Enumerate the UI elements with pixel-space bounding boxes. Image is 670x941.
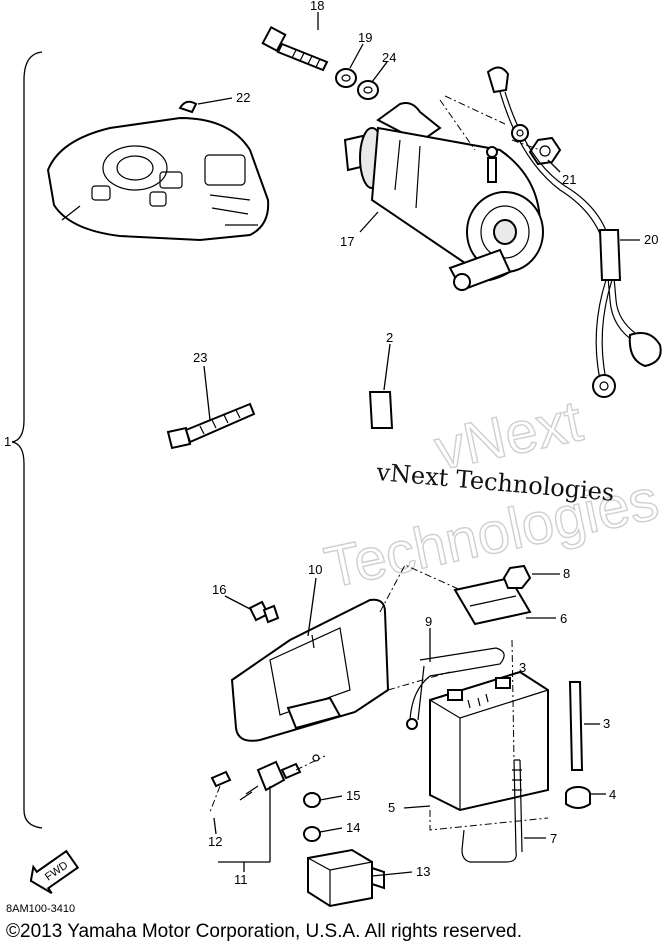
part-23-cable-tie bbox=[166, 402, 256, 450]
reference-code: 8AM100-3410 bbox=[6, 903, 75, 915]
part-8-nut bbox=[502, 564, 532, 589]
callout-11: 11 bbox=[234, 872, 248, 887]
callout-18: 18 bbox=[310, 0, 324, 13]
callout-14: 14 bbox=[346, 820, 360, 835]
callout-16: 16 bbox=[212, 582, 226, 597]
part-6-bracket bbox=[453, 576, 532, 626]
engine-case bbox=[46, 116, 270, 242]
leader-dash-band bbox=[429, 639, 549, 831]
callout-21: 21 bbox=[562, 172, 576, 187]
part-18-bolt bbox=[261, 25, 329, 72]
part-5-battery bbox=[429, 670, 549, 812]
callout-22: 22 bbox=[236, 90, 250, 105]
callout-2: 2 bbox=[386, 330, 393, 345]
leader-dash-starter bbox=[439, 95, 541, 151]
callout-8: 8 bbox=[563, 566, 570, 581]
leader-lines bbox=[197, 12, 640, 877]
part-10-battery-cover bbox=[230, 598, 390, 742]
part-14-nut bbox=[303, 826, 321, 842]
part-7-battery-band bbox=[461, 759, 523, 863]
callout-23: 23 bbox=[193, 350, 207, 365]
callout-12: 12 bbox=[208, 834, 222, 849]
part-20-starter-cable bbox=[486, 66, 662, 398]
callout-17: 17 bbox=[340, 234, 354, 249]
part-12-fuse bbox=[209, 770, 232, 813]
part-22-clip bbox=[178, 100, 198, 114]
callout-20: 20 bbox=[644, 232, 658, 247]
part-11-fuse-holder bbox=[239, 754, 326, 801]
callout-6: 6 bbox=[560, 611, 567, 626]
part-15-grommet bbox=[303, 792, 321, 808]
part-19-spring-washer bbox=[335, 68, 357, 88]
part-3-vent-tube bbox=[568, 681, 584, 771]
part-4-cap bbox=[565, 786, 591, 809]
callout-15: 15 bbox=[346, 788, 360, 803]
group-bracket bbox=[11, 51, 43, 829]
callout-13: 13 bbox=[416, 864, 430, 879]
part-16-bolt bbox=[248, 600, 280, 624]
callout-3-vent: 3 bbox=[519, 660, 526, 675]
part-9-lead bbox=[409, 647, 505, 721]
callout-4: 4 bbox=[609, 787, 616, 802]
part-17-starter-motor bbox=[343, 102, 544, 292]
callout-1: 1 bbox=[4, 434, 11, 449]
callout-10: 10 bbox=[308, 562, 322, 577]
part-24-washer bbox=[357, 80, 379, 100]
forward-arrow-icon: FWD bbox=[29, 849, 80, 894]
part-13-relay bbox=[307, 848, 385, 908]
callout-19: 19 bbox=[358, 30, 372, 45]
callout-3-tube: 3 bbox=[603, 716, 610, 731]
callout-24: 24 bbox=[382, 50, 396, 65]
callout-7: 7 bbox=[550, 831, 557, 846]
part-2-pad bbox=[368, 391, 394, 429]
copyright-notice: ©2013 Yamaha Motor Corporation, U.S.A. A… bbox=[6, 921, 522, 941]
callout-9: 9 bbox=[425, 614, 432, 629]
part-21-nut bbox=[528, 136, 562, 166]
callout-5: 5 bbox=[388, 800, 395, 815]
